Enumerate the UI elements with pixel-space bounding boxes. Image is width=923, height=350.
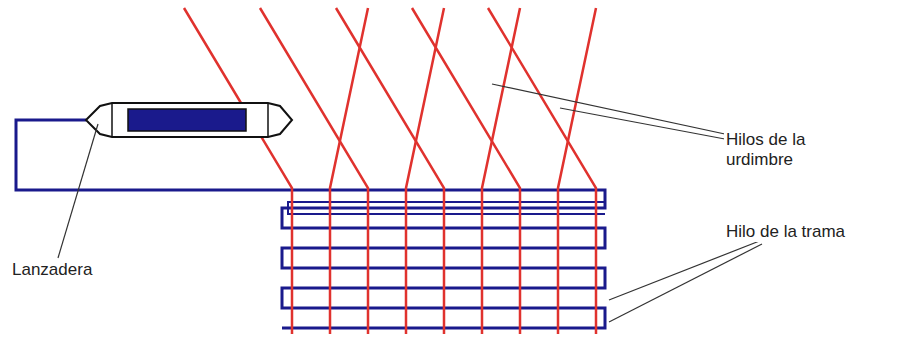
leader-line [58, 124, 98, 258]
leader-lines [58, 84, 762, 322]
shuttle-line [111, 103, 113, 137]
shuttle-line [267, 103, 269, 137]
part-label: Hilos de la urdimbre [724, 130, 848, 170]
warp-thread [260, 8, 368, 334]
warp-thread [336, 8, 444, 334]
warp-thread [482, 8, 520, 334]
warp-thread [330, 8, 368, 334]
warp-thread [412, 8, 520, 334]
leader-line [492, 84, 762, 142]
shuttle [86, 103, 292, 137]
shuttle-bobbin [128, 109, 246, 131]
leader-line [609, 240, 762, 300]
warp-thread [184, 8, 292, 334]
leader-line [609, 244, 762, 322]
warp-thread [488, 8, 596, 334]
shuttle-body [86, 103, 292, 137]
weft-thread [16, 120, 605, 328]
weft-thread [16, 120, 605, 328]
warp-threads [184, 8, 596, 334]
part-label: Lanzadera [10, 260, 134, 280]
warp-thread [406, 8, 444, 334]
part-label: Hilo de la trama [724, 222, 898, 242]
warp-thread [558, 8, 596, 334]
